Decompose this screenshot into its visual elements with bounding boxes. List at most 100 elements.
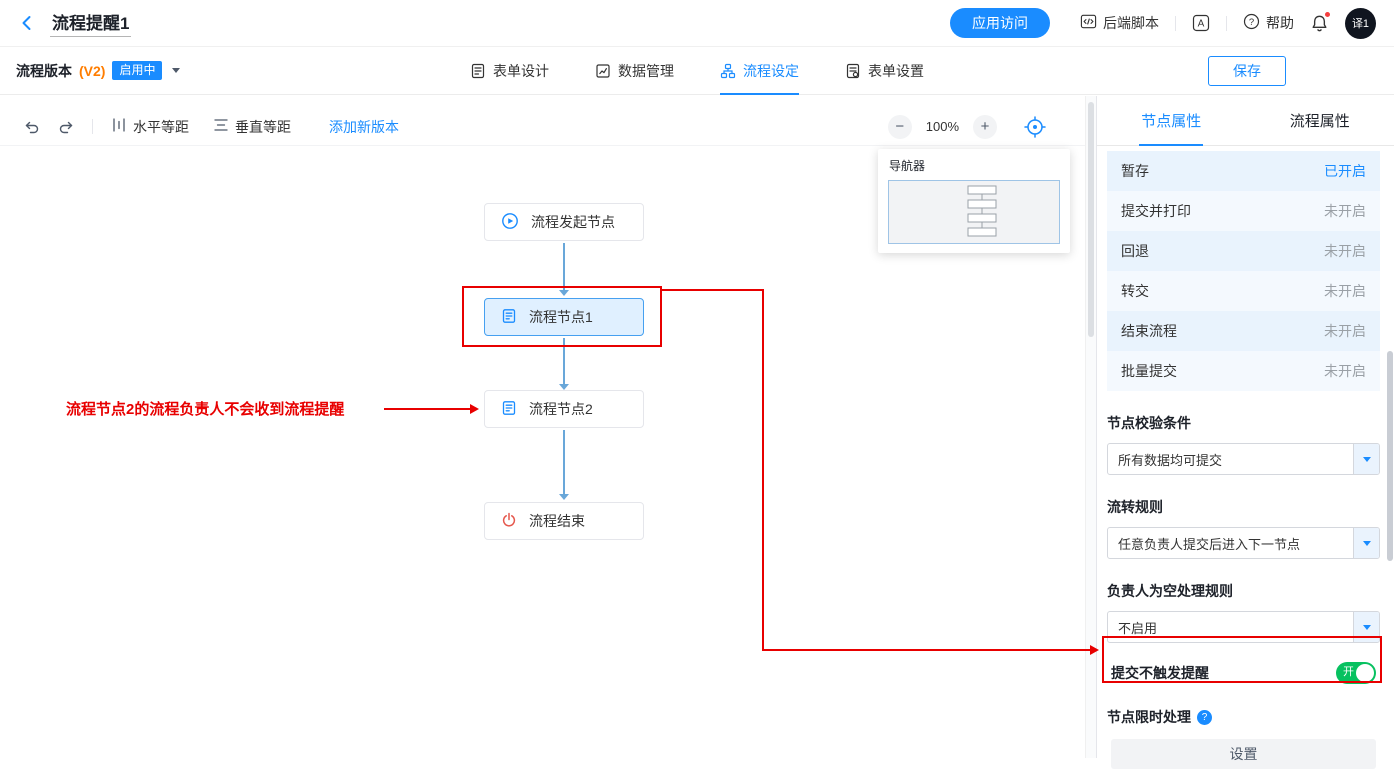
code-icon [1080, 13, 1097, 33]
node-label: 流程节点1 [529, 307, 593, 327]
main-content: 水平等距 垂直等距 添加新版本 − 100% + [0, 96, 1394, 758]
row-status: 未开启 [1324, 361, 1366, 381]
tab-label: 数据管理 [618, 61, 674, 81]
navigator-minimap[interactable] [888, 180, 1060, 244]
panel-tabs: 节点属性 流程属性 [1097, 96, 1394, 146]
data-manage-icon [595, 63, 611, 79]
row-label: 暂存 [1121, 161, 1149, 181]
redo-icon[interactable] [58, 119, 74, 135]
row-save-draft[interactable]: 暂存 已开启 [1107, 151, 1380, 191]
dropdown-value: 任意负责人提交后进入下一节点 [1108, 534, 1310, 553]
horizontal-space-label: 水平等距 [133, 117, 189, 137]
locate-icon[interactable] [1023, 115, 1047, 139]
flow-node-2[interactable]: 流程节点2 [484, 390, 644, 428]
node-properties-panel: 节点属性 流程属性 暂存 已开启 提交并打印 未开启 回退 未开启 [1097, 96, 1394, 758]
navigator-title: 导航器 [878, 149, 1070, 180]
version-dropdown-caret[interactable] [172, 68, 180, 73]
time-limit-section: 节点限时处理 ? [1107, 707, 1380, 727]
node-label: 流程节点2 [529, 399, 593, 419]
canvas-toolbar: 水平等距 垂直等距 添加新版本 − 100% + [0, 108, 1085, 146]
form-icon [501, 400, 517, 419]
version-label: 流程版本 [16, 61, 72, 81]
svg-text:?: ? [1249, 17, 1254, 28]
chevron-down-icon [1363, 625, 1371, 630]
dropdown-suffix [1353, 528, 1379, 558]
tab-node-properties[interactable]: 节点属性 [1097, 96, 1246, 145]
dropdown-value: 不启用 [1108, 618, 1167, 637]
row-label: 提交并打印 [1121, 201, 1191, 221]
power-icon [501, 512, 517, 531]
flow-rule-section-label: 流转规则 [1107, 497, 1380, 517]
tab-data-manage[interactable]: 数据管理 [595, 47, 674, 94]
horizontal-space-button[interactable]: 水平等距 [111, 117, 189, 137]
no-reminder-label: 提交不触发提醒 [1111, 663, 1209, 683]
canvas-scrollbar-thumb[interactable] [1088, 102, 1094, 337]
undo-icon[interactable] [24, 119, 40, 135]
zoom-in-button[interactable]: + [973, 115, 997, 139]
back-icon[interactable] [18, 14, 36, 32]
app-access-button[interactable]: 应用访问 [950, 8, 1050, 38]
dropdown-suffix [1353, 444, 1379, 474]
empty-owner-dropdown[interactable]: 不启用 [1107, 611, 1380, 643]
node-label: 流程发起节点 [531, 212, 615, 232]
tab-form-settings[interactable]: 表单设置 [845, 47, 924, 94]
row-rollback[interactable]: 回退 未开启 [1107, 231, 1380, 271]
row-submit-print[interactable]: 提交并打印 未开启 [1107, 191, 1380, 231]
add-version-link[interactable]: 添加新版本 [329, 117, 399, 137]
form-icon [501, 308, 517, 327]
avatar[interactable]: 译1 [1345, 8, 1376, 39]
no-reminder-toggle[interactable]: 开 [1336, 662, 1376, 684]
row-end-flow[interactable]: 结束流程 未开启 [1107, 311, 1380, 351]
flow-arrow [563, 243, 565, 290]
row-status: 未开启 [1324, 201, 1366, 221]
help-button[interactable]: ? 帮助 [1243, 13, 1294, 33]
notification-bell-icon[interactable] [1310, 14, 1329, 33]
row-label: 回退 [1121, 241, 1149, 261]
validation-dropdown[interactable]: 所有数据均可提交 [1107, 443, 1380, 475]
question-icon[interactable]: ? [1197, 710, 1212, 725]
save-button[interactable]: 保存 [1208, 56, 1286, 86]
tab-form-design[interactable]: 表单设计 [470, 47, 549, 94]
divider [1226, 16, 1227, 31]
flow-arrow [563, 338, 565, 384]
flow-arrowhead [559, 494, 569, 500]
panel-scrollbar-thumb[interactable] [1387, 351, 1393, 561]
time-limit-settings-button[interactable]: 设置 [1111, 739, 1376, 769]
main-tabs: 表单设计 数据管理 流程设定 表单设置 [470, 47, 924, 94]
tab-label: 表单设置 [868, 61, 924, 81]
top-header: 流程提醒1 应用访问 后端脚本 A ? 帮助 [0, 0, 1394, 47]
divider [1175, 16, 1176, 31]
tab-flow-setting[interactable]: 流程设定 [720, 47, 799, 94]
flow-node-end[interactable]: 流程结束 [484, 502, 644, 540]
toggle-state-label: 开 [1343, 667, 1354, 678]
row-label: 结束流程 [1121, 321, 1177, 341]
canvas-scrollbar [1085, 96, 1096, 758]
zoom-out-button[interactable]: − [888, 115, 912, 139]
flow-arrowhead [559, 290, 569, 296]
row-status: 未开启 [1324, 321, 1366, 341]
tab-flow-properties[interactable]: 流程属性 [1246, 96, 1394, 145]
language-icon[interactable]: A [1192, 14, 1210, 32]
vertical-space-icon [213, 117, 229, 136]
flow-node-1[interactable]: 流程节点1 [484, 298, 644, 336]
flow-setting-icon [720, 63, 736, 79]
backend-script-button[interactable]: 后端脚本 [1080, 13, 1159, 33]
divider [92, 119, 93, 134]
row-batch-submit[interactable]: 批量提交 未开启 [1107, 351, 1380, 391]
flow-node-start[interactable]: 流程发起节点 [484, 203, 644, 241]
row-status: 未开启 [1324, 281, 1366, 301]
row-transfer[interactable]: 转交 未开启 [1107, 271, 1380, 311]
vertical-space-button[interactable]: 垂直等距 [213, 117, 291, 137]
chevron-down-icon [1363, 541, 1371, 546]
svg-text:A: A [1198, 19, 1205, 30]
dropdown-value: 所有数据均可提交 [1108, 450, 1232, 469]
flow-canvas[interactable]: 水平等距 垂直等距 添加新版本 − 100% + [0, 96, 1097, 758]
notification-dot [1324, 11, 1331, 18]
backend-script-label: 后端脚本 [1103, 13, 1159, 33]
time-limit-label: 节点限时处理 [1107, 707, 1191, 727]
row-status: 未开启 [1324, 241, 1366, 261]
dropdown-suffix [1353, 612, 1379, 642]
tab-label: 流程设定 [743, 61, 799, 81]
flow-rule-dropdown[interactable]: 任意负责人提交后进入下一节点 [1107, 527, 1380, 559]
